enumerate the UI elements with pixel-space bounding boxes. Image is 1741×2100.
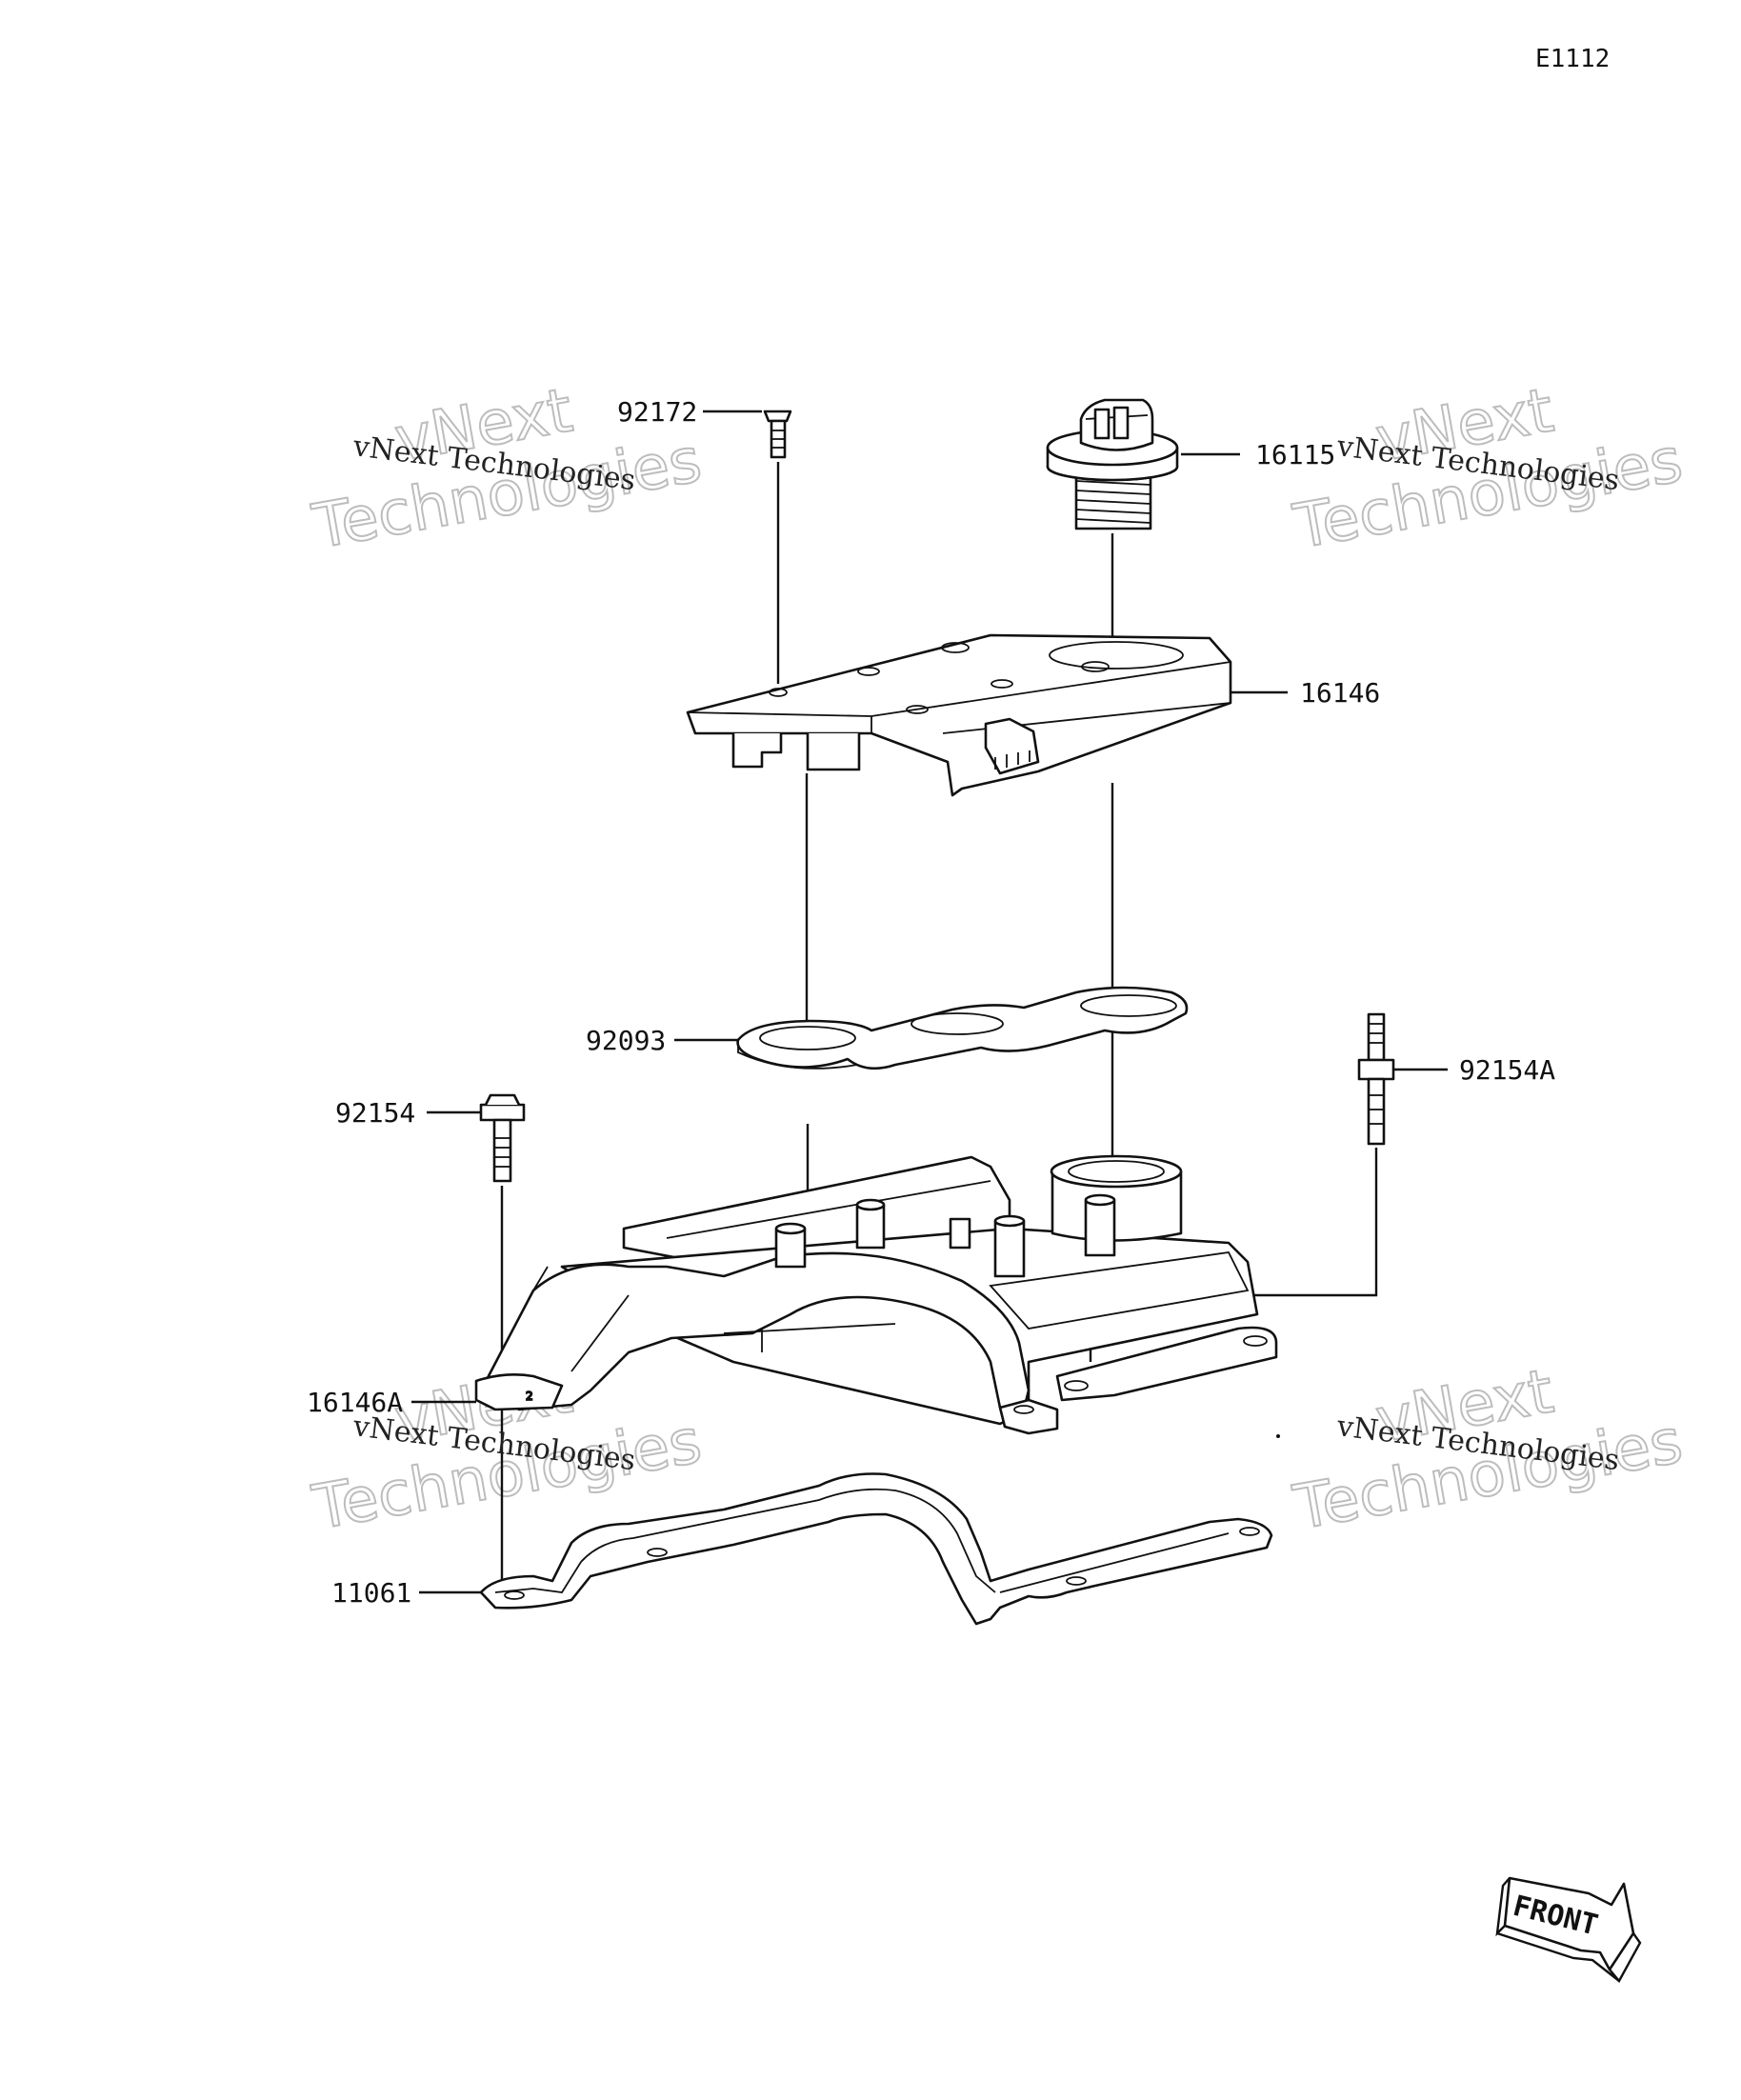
head-cover-16146A[interactable]: 2 [474,1154,1278,1435]
label-92154[interactable]: 92154 [335,1097,415,1129]
label-11061[interactable]: 11061 [331,1577,411,1609]
stud-bolt-92154A[interactable] [1357,1012,1395,1146]
oil-filler-cap-16115[interactable] [1046,398,1179,530]
label-16146A[interactable]: 16146A [307,1387,403,1418]
gasket-11061[interactable] [479,1472,1273,1626]
diagram-code: E1112 [1535,45,1610,73]
marker-dot [1276,1434,1280,1438]
label-92093[interactable]: 92093 [586,1025,666,1056]
label-92172[interactable]: 92172 [617,396,697,428]
label-92154A[interactable]: 92154A [1459,1054,1555,1086]
label-16115[interactable]: 16115 [1255,439,1335,470]
front-arrow-icon: FRONT [1495,1876,1642,1984]
svg-text:2: 2 [526,1390,533,1403]
screw-92172[interactable] [763,410,792,459]
cover-plate-16146[interactable] [686,633,1232,797]
gaskets-92093[interactable] [736,986,1189,1070]
bolt-92154[interactable] [479,1093,526,1183]
label-16146[interactable]: 16146 [1300,677,1380,709]
